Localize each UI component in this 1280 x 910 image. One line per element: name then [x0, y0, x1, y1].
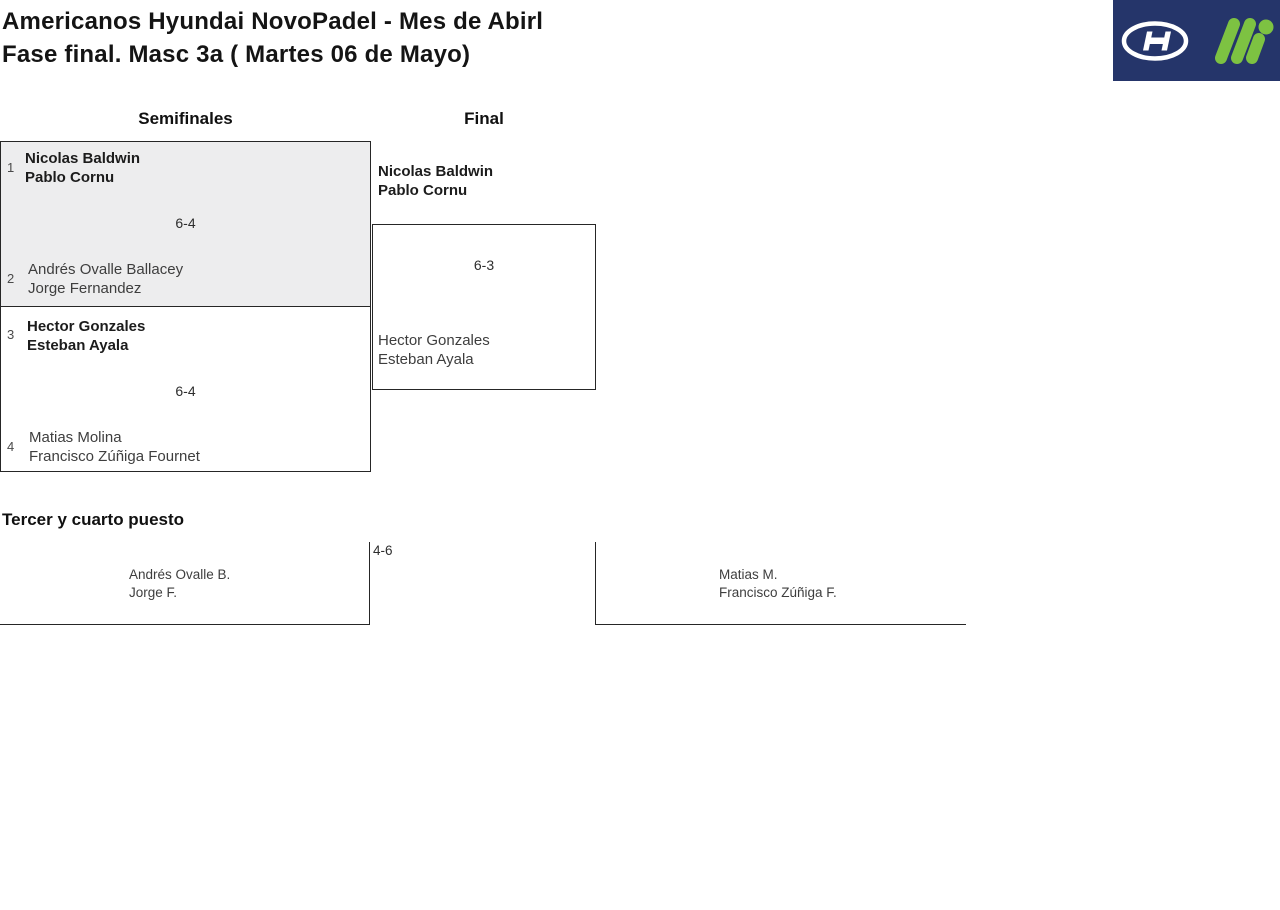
player-name: Nicolas Baldwin — [378, 163, 494, 180]
score-third-place: 4-6 — [373, 543, 393, 558]
team-final-winner: Nicolas Baldwin Pablo Cornu — [378, 162, 493, 200]
seed-number: 1 — [7, 160, 15, 175]
score-semifinal-2: 6-4 — [175, 383, 196, 399]
player-name: Francisco Zúñiga F. — [719, 584, 837, 600]
match-box-final — [372, 224, 596, 390]
third-place-slot-right — [595, 542, 966, 625]
player-name: Esteban Ayala — [378, 351, 474, 368]
third-place-slot-left — [0, 542, 370, 625]
player-name: Andrés Ovalle Ballacey — [28, 261, 184, 278]
round-header-final: Final — [464, 109, 504, 128]
player-name: Matias Molina — [29, 429, 122, 446]
title-line-2: Fase final. Masc 3a ( Martes 06 de Mayo) — [2, 41, 471, 68]
player-name: Esteban Ayala — [27, 337, 129, 354]
team-third-place-right: Matias M. Francisco Zúñiga F. — [719, 566, 837, 601]
player-name: Jorge Fernandez — [28, 280, 142, 297]
match-box-semifinal-1 — [0, 141, 371, 307]
team-final-runner-up: Hector Gonzales Esteban Ayala — [378, 331, 490, 369]
hyundai-logo-icon — [1121, 21, 1189, 61]
player-name: Francisco Zúñiga Fournet — [29, 448, 200, 465]
sponsor-logo-block — [1113, 0, 1280, 81]
seed-number: 3 — [7, 327, 15, 342]
player-name: Pablo Cornu — [25, 169, 115, 186]
player-name: Pablo Cornu — [378, 182, 468, 199]
page-title: Americanos Hyundai NovoPadel - Mes de Ab… — [2, 5, 543, 71]
score-semifinal-1: 6-4 — [175, 215, 196, 231]
team-sf1-bottom: Andrés Ovalle Ballacey Jorge Fernandez — [28, 260, 183, 298]
sponsor-logos — [1113, 0, 1280, 81]
seed-number: 2 — [7, 271, 15, 286]
third-place-heading: Tercer y cuarto puesto — [2, 510, 185, 529]
player-name: Hector Gonzales — [27, 318, 146, 335]
player-name: Jorge F. — [129, 584, 178, 600]
seed-number: 4 — [7, 439, 15, 454]
player-name: Nicolas Baldwin — [25, 150, 141, 167]
team-sf1-top: Nicolas Baldwin Pablo Cornu — [25, 149, 140, 187]
player-name: Andrés Ovalle B. — [129, 567, 231, 582]
team-third-place-left: Andrés Ovalle B. Jorge F. — [129, 566, 230, 601]
player-name: Matias M. — [719, 567, 778, 582]
team-sf2-bottom: Matias Molina Francisco Zúñiga Fournet — [29, 428, 200, 466]
title-line-1: Americanos Hyundai NovoPadel - Mes de Ab… — [2, 8, 544, 35]
team-sf2-top: Hector Gonzales Esteban Ayala — [27, 317, 145, 355]
score-final: 6-3 — [473, 257, 495, 273]
mi-club-logo-icon — [1215, 18, 1274, 64]
match-box-semifinal-2 — [0, 306, 371, 472]
player-name: Hector Gonzales — [378, 332, 490, 349]
round-header-semifinals: Semifinales — [138, 109, 233, 128]
